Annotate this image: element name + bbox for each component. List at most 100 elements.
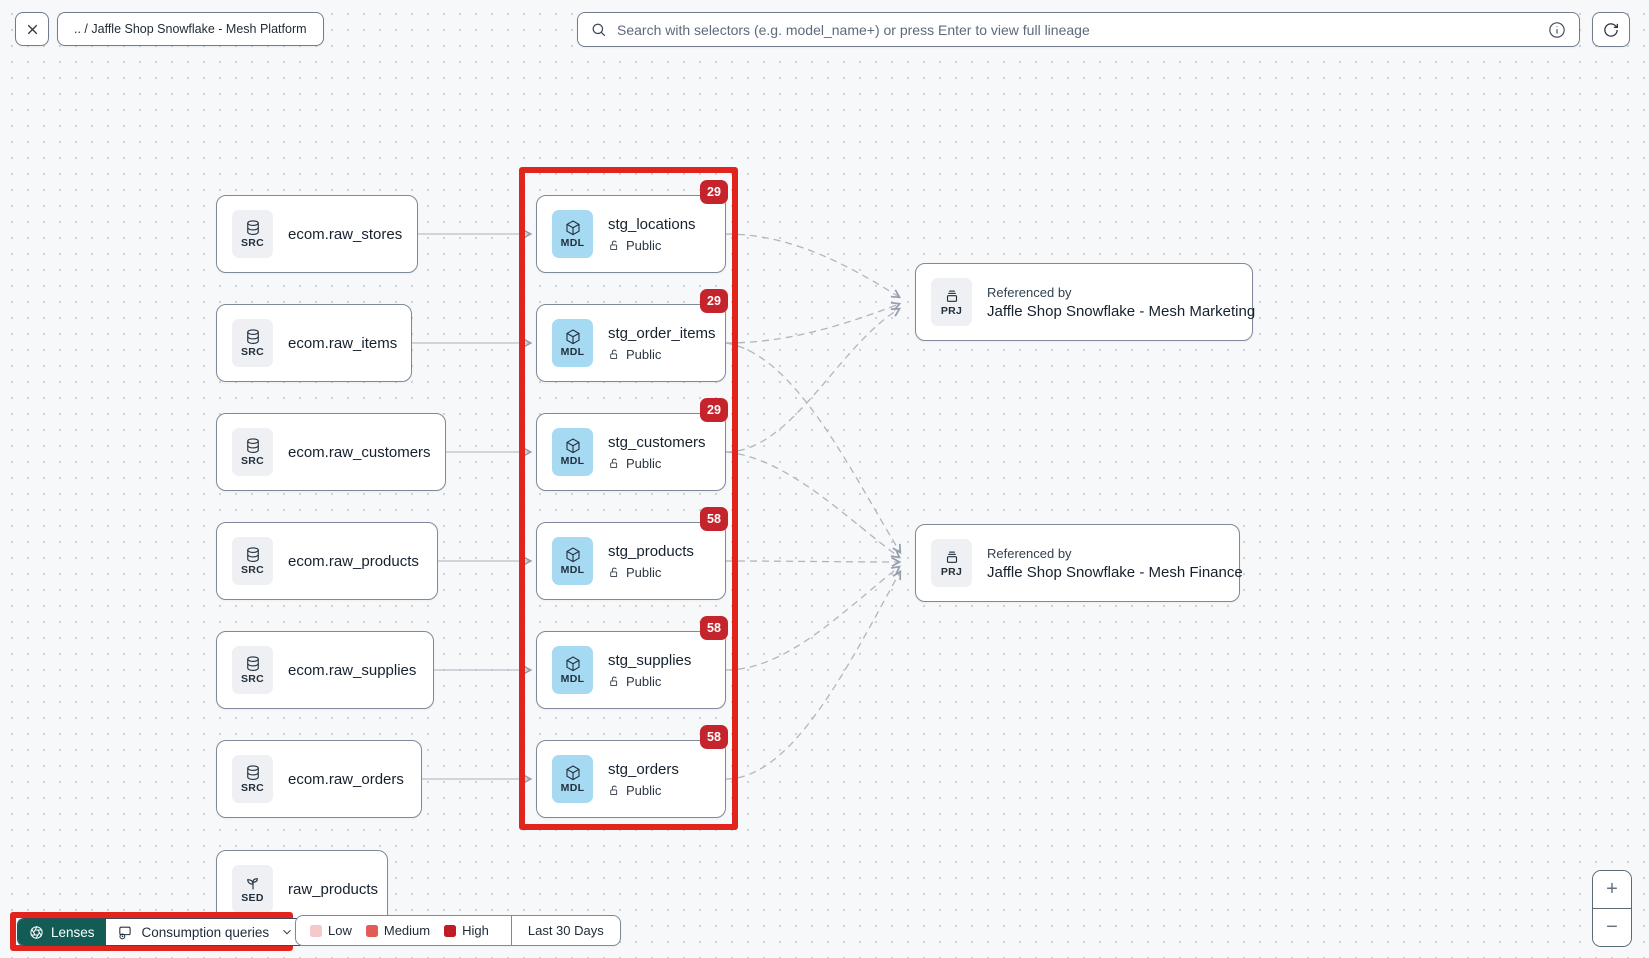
lens-selector-dropdown[interactable]: Consumption queries [105,919,306,945]
access-label: Public [626,782,662,798]
model-node-stg-orders[interactable]: 58 MDL stg_orders Public [536,725,728,818]
edge-line [725,307,902,453]
legend-range-label: Last 30 Days [527,923,604,938]
search-icon [592,23,606,36]
node-label: Jaffle Shop Snowflake - Mesh Finance [987,563,1243,581]
project-icon: PRJ [931,278,972,326]
aperture-icon [29,925,44,940]
node-label: ecom.raw_items [288,334,398,352]
zoom-controls: + − [1592,870,1632,947]
access-row: Public [608,238,696,253]
node-type-label: SRC [240,782,265,795]
lens-control: Lenses Consumption queries [17,918,307,946]
database-icon: SRC [232,428,273,476]
lock-open-icon [608,239,621,252]
access-row: Public [608,783,679,798]
refresh-button[interactable] [1592,12,1630,47]
source-node-ecom-raw-orders[interactable]: SRC ecom.raw_orders [216,740,422,818]
source-node-ecom-raw-stores[interactable]: SRC ecom.raw_stores [216,195,418,273]
search-bar [577,12,1580,47]
node-type-label: MDL [560,564,585,577]
zoom-out-button[interactable]: − [1593,908,1631,946]
legend-swatch-medium [365,924,378,937]
info-icon[interactable] [1547,20,1567,40]
node-type-label: MDL [560,346,585,359]
access-label: Public [626,346,662,362]
access-label: Public [626,455,662,471]
chevron-down-icon [283,929,291,935]
node-label: stg_supplies [608,651,692,669]
model-node-stg-customers[interactable]: 29 MDL stg_customers Public [536,398,728,491]
source-node-ecom-raw-supplies[interactable]: SRC ecom.raw_supplies [216,631,434,709]
model-node-stg-locations[interactable]: 29 MDL stg_locations Public [536,180,728,273]
access-label: Public [626,673,662,689]
node-label: ecom.raw_products [288,552,419,570]
consumption-queries-icon [117,924,134,941]
node-label: ecom.raw_orders [288,770,404,788]
node-label: stg_orders [608,760,679,778]
edge-line [725,569,902,780]
node-label: ecom.raw_customers [288,443,431,461]
database-icon: SRC [232,646,273,694]
close-icon [27,24,37,34]
lens-legend: Low Medium High Last 30 Days [295,915,621,946]
lock-open-icon [608,675,621,688]
legend-label-medium: Medium [383,923,431,938]
node-type-label: MDL [560,673,585,686]
project-node-mesh-marketing[interactable]: PRJ Referenced by Jaffle Shop Snowflake … [915,263,1255,341]
node-type-label: SRC [240,346,265,359]
node-label: stg_locations [608,215,696,233]
referenced-by-label: Referenced by [987,545,1072,561]
node-label: raw_products [288,880,379,898]
access-row: Public [608,456,706,471]
zoom-in-button[interactable]: + [1593,871,1631,908]
referenced-by-label: Referenced by [987,284,1072,300]
selected-lens-label: Consumption queries [141,924,270,940]
edge-line [725,557,902,567]
lenses-button[interactable]: Lenses [18,919,106,945]
query-count-badge: 58 [700,507,728,531]
model-cube-icon: MDL [552,646,593,694]
node-label: ecom.raw_stores [288,225,403,243]
node-type-label: PRJ [940,566,963,579]
model-cube-icon: MDL [552,319,593,367]
node-type-label: PRJ [940,305,963,318]
node-type-label: SRC [240,455,265,468]
seedling-icon: SED [232,865,273,913]
search-input[interactable] [617,21,1547,38]
lock-open-icon [608,784,621,797]
database-icon: SRC [232,537,273,585]
lenses-label: Lenses [51,924,95,940]
breadcrumb-label: .. / Jaffle Shop Snowflake - Mesh Platfo… [74,22,307,36]
access-row: Public [608,347,716,362]
database-icon: SRC [232,210,273,258]
lock-open-icon [608,566,621,579]
database-icon: SRC [232,755,273,803]
lock-open-icon [608,457,621,470]
source-node-ecom-raw-customers[interactable]: SRC ecom.raw_customers [216,413,446,491]
breadcrumb[interactable]: .. / Jaffle Shop Snowflake - Mesh Platfo… [57,12,324,46]
model-cube-icon: MDL [552,537,593,585]
edge-line [725,233,902,299]
model-node-stg-order-items[interactable]: 29 MDL stg_order_items Public [536,289,728,382]
query-count-badge: 29 [700,289,728,313]
node-type-label: MDL [560,237,585,250]
project-icon: PRJ [931,539,972,587]
project-node-mesh-finance[interactable]: PRJ Referenced by Jaffle Shop Snowflake … [915,524,1243,602]
lock-open-icon [608,348,621,361]
node-type-label: SRC [240,673,265,686]
node-label: stg_customers [608,433,706,451]
query-count-badge: 58 [700,616,728,640]
model-cube-icon: MDL [552,428,593,476]
source-node-ecom-raw-items[interactable]: SRC ecom.raw_items [216,304,412,382]
edge-line [725,301,902,344]
query-count-badge: 58 [700,725,728,749]
node-type-label: MDL [560,782,585,795]
source-node-ecom-raw-products[interactable]: SRC ecom.raw_products [216,522,438,600]
model-node-stg-products[interactable]: 58 MDL stg_products Public [536,507,728,600]
access-row: Public [608,674,691,689]
model-node-stg-supplies[interactable]: 58 MDL stg_supplies Public [536,616,728,709]
close-button[interactable] [15,12,49,46]
